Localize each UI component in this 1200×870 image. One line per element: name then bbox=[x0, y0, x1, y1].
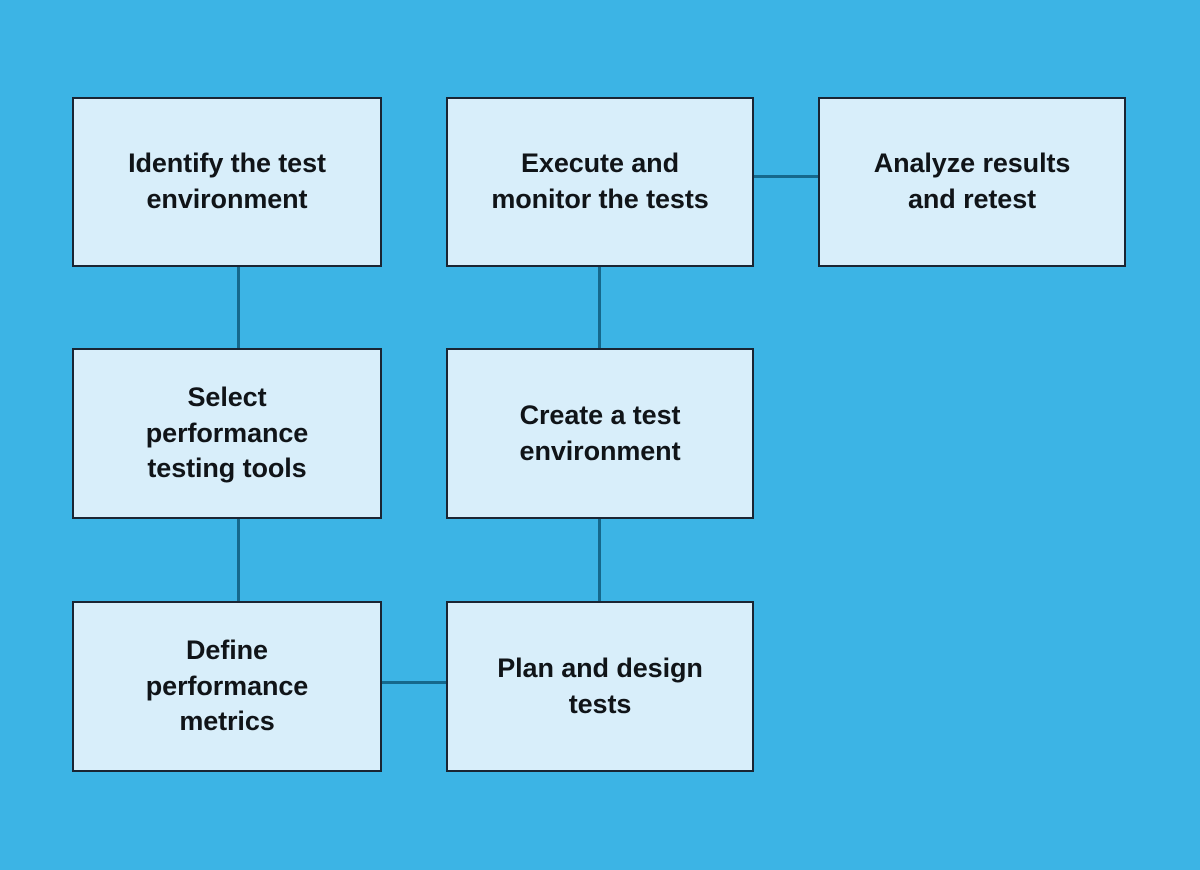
connector-select-tools-to-define-metrics bbox=[237, 518, 240, 603]
flow-node-label: Analyze results and retest bbox=[873, 148, 1071, 214]
connector-execute-monitor-to-analyze-retest bbox=[753, 175, 819, 178]
connector-execute-monitor-to-create-environment bbox=[598, 266, 601, 350]
flow-node-execute-monitor[interactable]: Execute and monitor the tests bbox=[446, 97, 754, 267]
flow-node-identify-environment[interactable]: Identify the test environment bbox=[72, 97, 382, 267]
flow-node-select-tools[interactable]: Select performance testing tools bbox=[72, 348, 382, 519]
flow-node-label: Create a test environment bbox=[519, 399, 681, 466]
flow-node-label: Define performance metrics bbox=[145, 635, 309, 737]
flow-node-plan-design[interactable]: Plan and design tests bbox=[446, 601, 754, 772]
flow-node-label: Identify the test environment bbox=[128, 148, 326, 214]
flow-node-create-environment[interactable]: Create a test environment bbox=[446, 348, 754, 519]
flow-node-label: Select performance testing tools bbox=[145, 382, 309, 484]
flow-node-analyze-retest[interactable]: Analyze results and retest bbox=[818, 97, 1126, 267]
connector-create-environment-to-plan-design bbox=[598, 518, 601, 603]
flow-node-label: Plan and design tests bbox=[497, 652, 703, 719]
connector-identify-environment-to-select-tools bbox=[237, 266, 240, 350]
connector-define-metrics-to-plan-design bbox=[381, 681, 447, 684]
flow-node-label: Execute and monitor the tests bbox=[491, 148, 709, 214]
flow-node-define-metrics[interactable]: Define performance metrics bbox=[72, 601, 382, 772]
